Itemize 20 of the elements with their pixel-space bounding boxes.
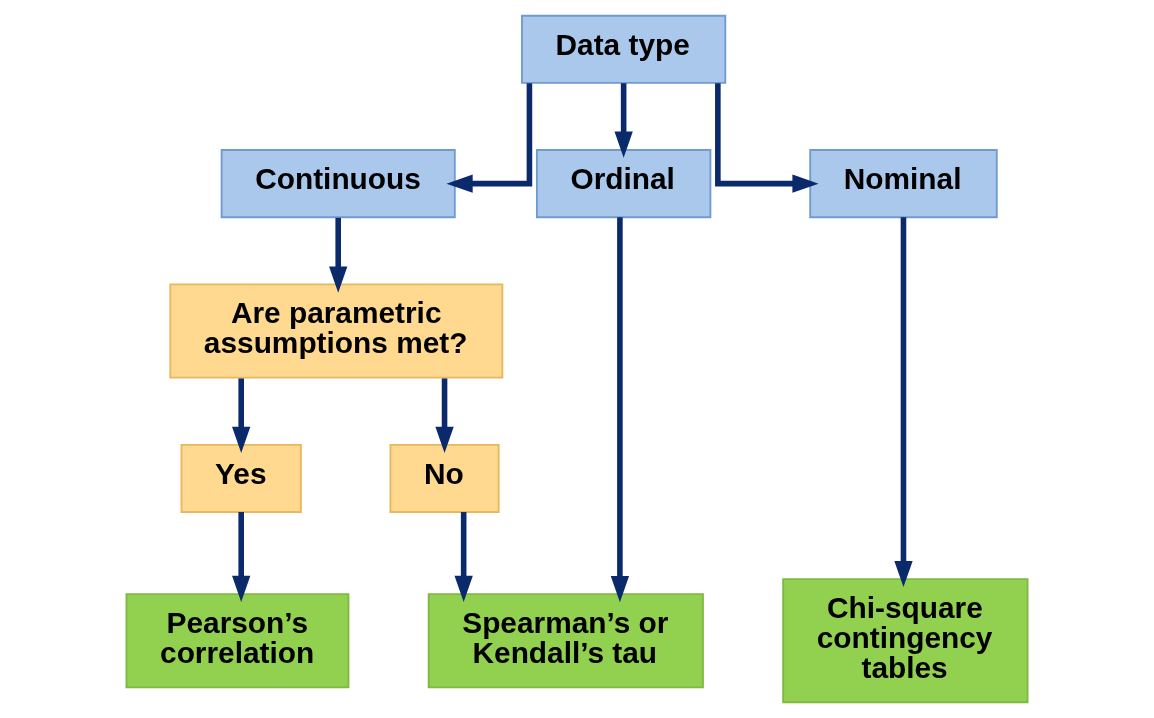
node-box: No bbox=[389, 443, 500, 513]
node-box: Ordinal bbox=[535, 149, 712, 219]
arrow bbox=[610, 217, 630, 603]
node-box: Data type bbox=[521, 14, 727, 84]
node-box: Pearson’s correlation bbox=[125, 593, 350, 689]
arrow bbox=[232, 512, 251, 603]
arrow bbox=[446, 83, 533, 193]
arrow bbox=[614, 83, 633, 158]
arrow bbox=[894, 217, 913, 588]
node-box: Chi-square contingency tables bbox=[782, 578, 1029, 704]
node-box: Yes bbox=[180, 443, 302, 513]
arrow bbox=[454, 512, 473, 603]
arrow bbox=[435, 378, 454, 454]
node-box: Continuous bbox=[220, 149, 456, 219]
arrow bbox=[232, 378, 251, 454]
node-box: Spearman’s or Kendall’s tau bbox=[427, 593, 704, 689]
arrow bbox=[715, 83, 819, 193]
node-box: Nominal bbox=[809, 149, 998, 219]
arrow bbox=[329, 217, 348, 293]
node-box: Are parametric assumptions met? bbox=[169, 283, 504, 379]
